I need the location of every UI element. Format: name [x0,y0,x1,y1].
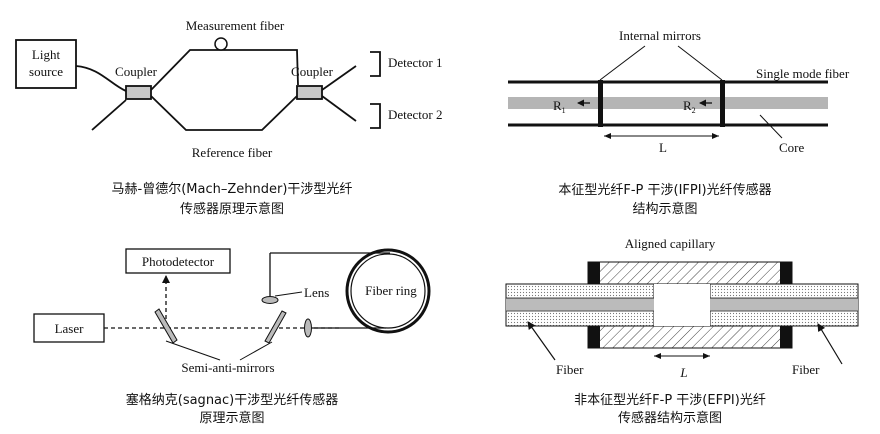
measurement-fiber-label: Measurement fiber [186,18,285,33]
panel-efpi: Aligned capillary Fiber Fiber L 非本征型光纤F-… [505,236,859,426]
source-fiber [75,65,127,92]
gap-length-label: L [679,365,687,380]
fiber-ring-label: Fiber ring [365,283,417,298]
length-arrowhead-right [712,133,719,139]
laser-label: Laser [55,321,85,336]
capillary-top-wall [587,261,793,285]
coupler-left [125,85,152,100]
r1-label: R1 [553,98,566,115]
lens-pointer [274,291,303,297]
air-gap [654,284,710,326]
measurement-fiber-loop [214,37,228,51]
coupler-right-label: Coupler [291,64,334,79]
r2-label: R2 [683,98,696,115]
coupler-left-label: Coupler [115,64,158,79]
caption-efpi-line2: 传感器结构示意图 [618,410,722,426]
caption-ifpi-line2: 结构示意图 [632,201,697,217]
caption-efpi-line1: 非本征型光纤F-P 干涉(EFPI)光纤 [574,393,766,408]
single-mode-fiber-label: Single mode fiber [756,66,850,81]
fiber-ring-inner [350,253,426,329]
light-source-box [15,39,77,89]
fiber-left-core [506,298,654,311]
length-arrowhead-left [604,133,611,139]
length-label: L [659,140,667,155]
coupler-right [296,85,323,100]
mirror-r1 [598,80,603,127]
core-pointer [759,114,783,139]
capillary-seal-top-left [588,262,600,284]
fiber-ring-outer [345,248,431,334]
reference-fiber-path [150,95,298,131]
detector-1-label: Detector 1 [388,55,443,70]
caption-sagnac-line1: 塞格纳克(sagnac)干涉型光纤传感器 [126,392,339,408]
semi-anti-mirrors-label: Semi-anti-mirrors [181,360,274,375]
capillary-seal-bottom-left [588,326,600,348]
semi-mirror-pointer-right [239,341,273,361]
photodetector-box [125,248,231,274]
fiber-right-core [710,298,858,311]
light-source-label-line2: source [29,64,63,79]
lens-label: Lens [304,285,329,300]
aligned-capillary-label: Aligned capillary [625,236,716,251]
panel-sagnac: Photodetector Laser Lens Fiber ring Semi… [33,248,431,426]
lens-horizontal [304,318,312,338]
internal-mirrors-pointer-left [599,45,646,81]
light-source-label-line1: Light [32,47,61,62]
internal-mirrors-label: Internal mirrors [619,28,701,43]
unused-input-fiber [91,99,127,131]
mirror-r2 [720,80,725,127]
semi-mirror-right [264,310,287,344]
internal-mirrors-pointer-right [677,45,723,81]
output-fiber-2 [321,95,357,122]
fiber-core [508,97,828,109]
lens-vertical [261,296,279,304]
reference-fiber-label: Reference fiber [192,145,273,160]
photodetector-label: Photodetector [142,254,215,269]
panel-ifpi: Internal mirrors Single mode fiber R1 R2… [508,28,850,217]
fiber-left-label: Fiber [556,362,584,377]
caption-ifpi-line1: 本征型光纤F-P 干涉(IFPI)光纤传感器 [558,182,771,198]
fiber-right-label: Fiber [792,362,820,377]
capillary-bottom-wall [587,325,793,349]
capillary-seal-top-right [780,262,792,284]
gap-arrowhead-right [703,353,710,359]
output-fiber-1 [321,65,357,91]
semi-mirror-pointer-left [165,340,221,361]
semi-mirror-left [154,308,178,344]
panel-mach-zehnder: Light source Coupler Measurement fiber R… [15,18,443,217]
caption-mz-line1: 马赫-曾德尔(Mach–Zehnder)干涉型光纤 [112,182,353,197]
fiber-right-pointer [817,323,843,365]
measurement-fiber-path [150,49,299,91]
detector-2-label: Detector 2 [388,107,443,122]
fiber-left-pointer [527,321,556,361]
core-label: Core [779,140,805,155]
detector-2-bracket [370,103,381,129]
gap-arrowhead-left [654,353,661,359]
caption-mz-line2: 传感器原理示意图 [180,201,284,217]
capillary-seal-bottom-right [780,326,792,348]
caption-sagnac-line2: 原理示意图 [199,410,264,426]
detector-1-bracket [370,51,381,77]
